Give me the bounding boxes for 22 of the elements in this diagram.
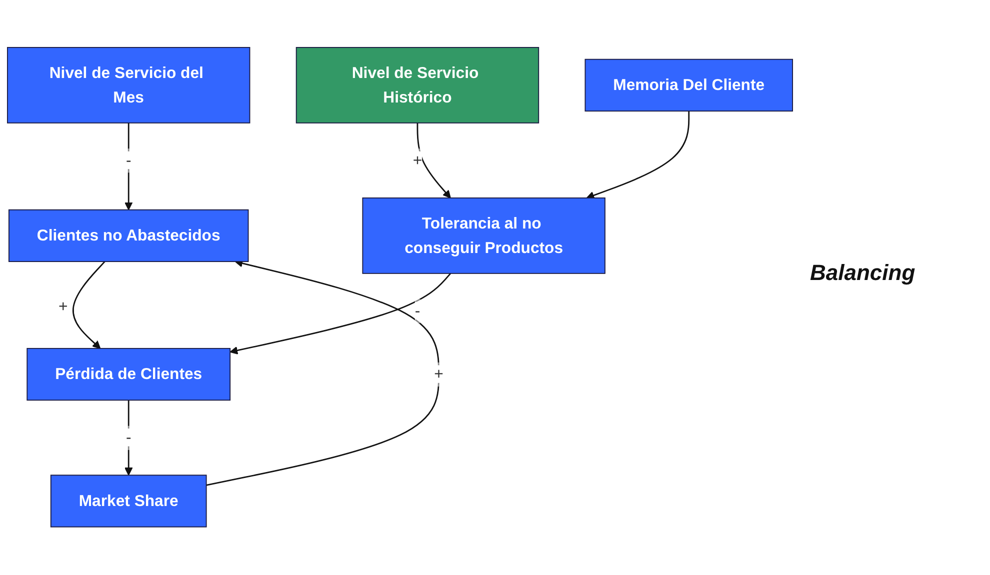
arrow bbox=[124, 123, 133, 211]
edge-label: - bbox=[126, 428, 132, 447]
node-box bbox=[26, 348, 231, 401]
node-box bbox=[296, 47, 540, 124]
edge-label: - bbox=[414, 302, 420, 320]
arrow bbox=[124, 400, 133, 476]
node-box bbox=[50, 475, 207, 528]
arrow bbox=[230, 273, 452, 355]
edge-label: - bbox=[126, 152, 132, 170]
arrow bbox=[72, 261, 106, 350]
arrow bbox=[206, 260, 440, 486]
arrow bbox=[416, 123, 451, 199]
node-box bbox=[8, 210, 249, 262]
arrow bbox=[586, 111, 690, 200]
node-box bbox=[362, 198, 606, 274]
edge-label: + bbox=[58, 298, 68, 316]
edge-label: + bbox=[434, 366, 444, 384]
causal-loop-diagram: - + + + - - Nivel de Servicio del Mes Nivel de Servicio Histórico Memoria Del Cliente Clientes no Abastecidos Market Share Tolerancia al no conseguir Productos Pérdida de Clientes bbox=[0, 40, 800, 535]
loop-label: Balancing bbox=[810, 260, 916, 286]
node-box bbox=[584, 59, 793, 112]
node-box bbox=[7, 47, 250, 124]
edge-label: + bbox=[412, 152, 422, 170]
